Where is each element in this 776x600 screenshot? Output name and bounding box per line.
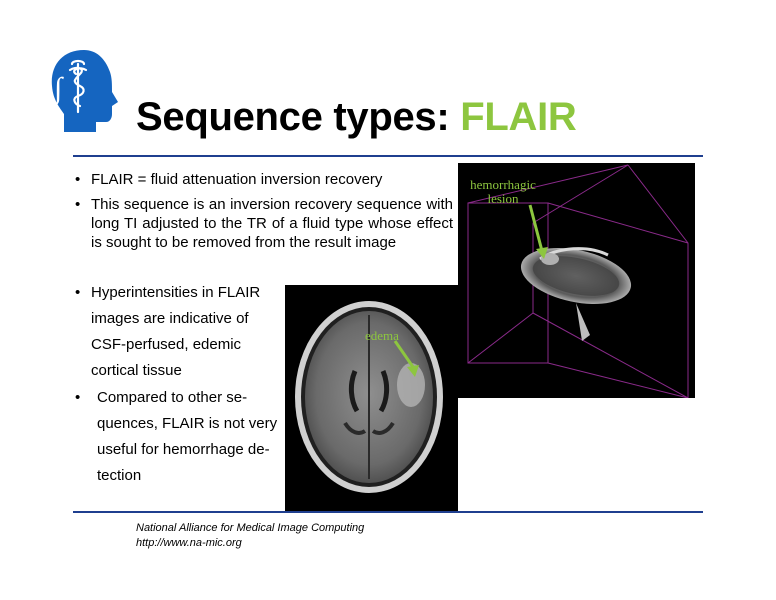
footer-divider [73, 511, 703, 513]
hemorrhage-3d-image: hemorrhagic lesion [458, 163, 695, 398]
title-main: Sequence types: [136, 95, 461, 139]
namic-logo-icon: ∫ [48, 48, 122, 134]
slide-title: Sequence types: FLAIR [136, 95, 577, 140]
bullet-marker: • [75, 196, 81, 213]
lesion-label-line-2: lesion [487, 191, 519, 206]
footer-org: National Alliance for Medical Image Comp… [136, 522, 365, 534]
bullet-text: FLAIR = fluid attenuation inversion reco… [91, 171, 383, 188]
bullet-text: Compared to other se- quences, FLAIR is … [97, 389, 278, 484]
bullet-text: Hyperintensities in FLAIR images are ind… [91, 284, 261, 379]
bullet-marker: • [75, 389, 81, 406]
lesion-label: hemorrhagic lesion [463, 178, 543, 206]
title-accent: FLAIR [460, 95, 577, 139]
edema-label: edema [365, 328, 399, 343]
bullet-marker: • [75, 171, 81, 188]
bullet-text: This sequence is an inversion recovery s… [91, 196, 453, 251]
bullet-item-4: • Compared to other se- quences, FLAIR i… [75, 385, 287, 489]
bullet-item-3: • Hyperintensities in FLAIR images are i… [75, 280, 280, 384]
title-divider [73, 155, 703, 157]
flair-axial-image: edema [285, 285, 458, 511]
bullet-item-2: • This sequence is an inversion recovery… [75, 195, 453, 252]
footer: National Alliance for Medical Image Comp… [136, 521, 364, 551]
lesion-label-line-1: hemorrhagic [470, 177, 536, 192]
bullet-marker: • [75, 284, 81, 301]
svg-text:∫: ∫ [52, 72, 64, 107]
bullet-item-1: • FLAIR = fluid attenuation inversion re… [75, 170, 453, 189]
footer-url[interactable]: http://www.na-mic.org [136, 537, 242, 549]
